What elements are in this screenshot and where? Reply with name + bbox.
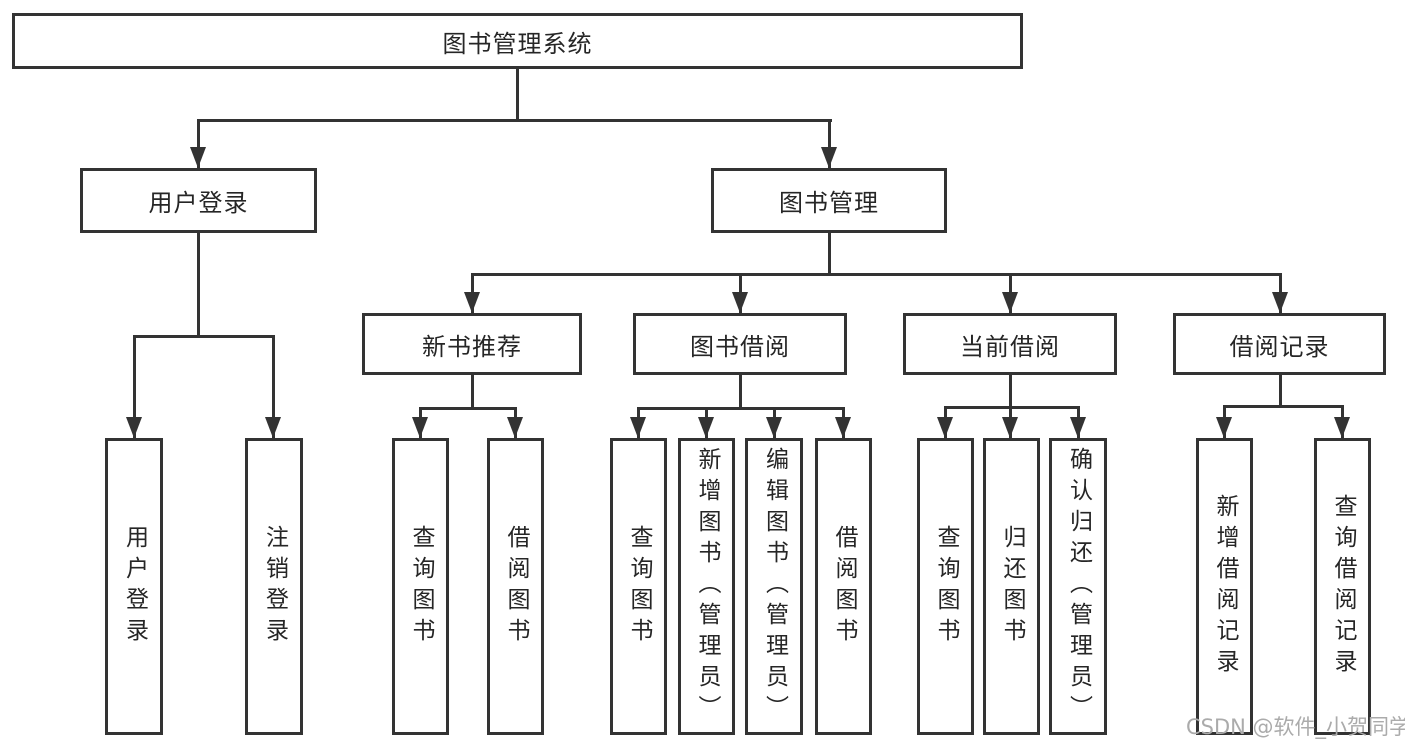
connector-line (1279, 375, 1282, 408)
node-br-query-record: 查询借阅记录 (1314, 438, 1371, 735)
arrow-down (1334, 417, 1350, 438)
connector-line (739, 375, 742, 410)
node-nb-borrow-book-label: 借阅图书 (503, 524, 529, 649)
node-bb-add-book-label: 新增图书（管理员） (694, 447, 720, 726)
connector-line (471, 273, 1282, 276)
connector-line (828, 119, 831, 168)
connector-line (471, 375, 474, 410)
arrow-down (732, 292, 748, 313)
node-new-book-rec: 新书推荐 (362, 313, 582, 375)
node-cb-query-book: 查询图书 (917, 438, 974, 735)
node-book-mgmt-label: 图书管理 (779, 189, 879, 217)
connector-line (272, 335, 275, 438)
node-cb-return-book: 归还图书 (983, 438, 1040, 735)
node-user-login-label: 用户登录 (148, 189, 249, 217)
connector-line (133, 335, 275, 338)
node-cb-return-book-label: 归还图书 (999, 524, 1025, 649)
node-ul-logout: 注销登录 (245, 438, 303, 735)
arrow-down (698, 417, 714, 438)
node-br-query-record-label: 查询借阅记录 (1330, 493, 1356, 680)
node-cb-confirm-return: 确认归还（管理员） (1049, 438, 1107, 735)
arrow-down (766, 417, 782, 438)
connector-line (197, 119, 832, 122)
node-current-borrow-label: 当前借阅 (960, 332, 1060, 361)
arrow-down (630, 417, 646, 438)
node-bb-edit-book-label: 编辑图书（管理员） (761, 447, 788, 726)
arrow-down (937, 417, 953, 438)
connector-line (133, 335, 136, 438)
node-br-add-record-label: 新增借阅记录 (1212, 493, 1238, 680)
connector-line (637, 407, 845, 410)
arrow-down (464, 292, 480, 313)
connector-line (516, 69, 519, 121)
arrow-down (126, 417, 142, 438)
csdn-watermark: CSDN @软件_小贺同学 (1186, 715, 1405, 739)
node-book-borrow: 图书借阅 (633, 313, 847, 375)
node-root: 图书管理系统 (12, 13, 1023, 69)
connector-line (197, 233, 200, 338)
node-ul-logout-label: 注销登录 (261, 524, 288, 649)
arrow-down (1216, 417, 1232, 438)
connector-line (197, 119, 200, 168)
node-root-label: 图书管理系统 (442, 29, 593, 58)
node-nb-query-book: 查询图书 (392, 438, 449, 735)
node-cb-query-book-label: 查询图书 (933, 524, 959, 649)
arrow-down (1272, 292, 1288, 313)
node-ul-user-login: 用户登录 (105, 438, 163, 735)
node-nb-query-book-label: 查询图书 (408, 524, 434, 649)
node-borrow-record-label: 借阅记录 (1229, 332, 1330, 361)
connector-line (1223, 405, 1343, 408)
arrow-down (835, 417, 851, 438)
connector-line (419, 407, 517, 410)
node-bb-borrow-book: 借阅图书 (815, 438, 872, 735)
arrow-down (412, 417, 428, 438)
node-user-login: 用户登录 (80, 168, 317, 233)
arrow-down (190, 147, 206, 168)
connector-line (828, 233, 831, 276)
node-nb-borrow-book: 借阅图书 (487, 438, 544, 735)
connector-line (1009, 375, 1012, 409)
arrow-down (821, 147, 837, 168)
connector-line (944, 406, 1080, 409)
node-book-borrow-label: 图书借阅 (690, 332, 790, 361)
arrow-down (1070, 417, 1086, 438)
node-bb-borrow-book-label: 借阅图书 (831, 524, 857, 649)
arrow-down (1002, 417, 1018, 438)
node-br-add-record: 新增借阅记录 (1196, 438, 1253, 735)
node-cb-confirm-return-label: 确认归还（管理员） (1065, 447, 1092, 726)
node-bb-edit-book: 编辑图书（管理员） (745, 438, 803, 735)
node-new-book-rec-label: 新书推荐 (422, 332, 522, 361)
node-ul-user-login-label: 用户登录 (121, 524, 148, 649)
arrow-down (1002, 292, 1018, 313)
arrow-down (507, 417, 523, 438)
node-bb-add-book: 新增图书（管理员） (678, 438, 735, 735)
node-current-borrow: 当前借阅 (903, 313, 1117, 375)
arrow-down (265, 417, 281, 438)
node-borrow-record: 借阅记录 (1173, 313, 1386, 375)
node-book-mgmt: 图书管理 (711, 168, 947, 233)
node-bb-query-book: 查询图书 (610, 438, 667, 735)
node-bb-query-book-label: 查询图书 (626, 524, 652, 649)
